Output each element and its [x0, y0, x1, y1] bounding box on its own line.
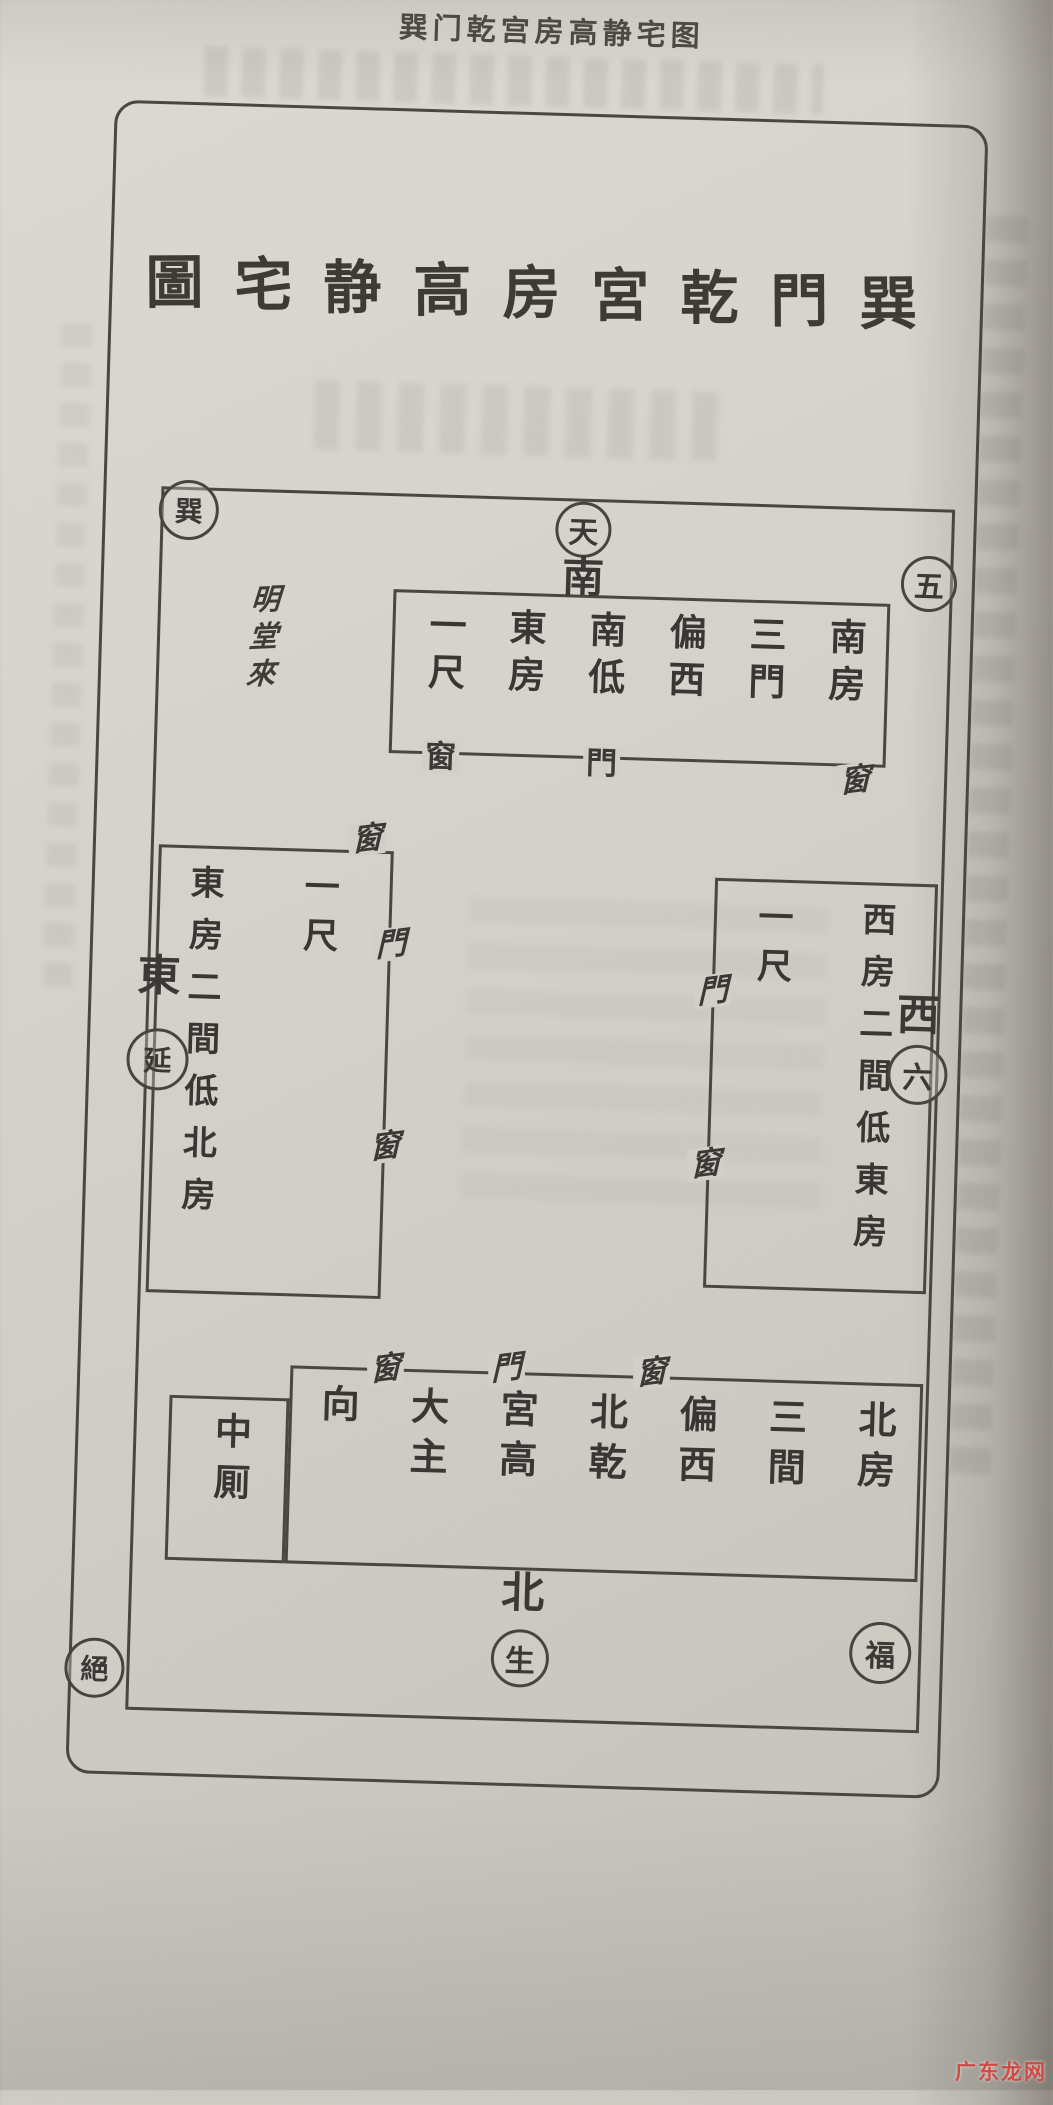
room-column: 西房二間低東房 — [846, 901, 895, 1266]
window-mark: 窗 — [633, 1353, 670, 1392]
room-column: 三間 — [760, 1396, 806, 1498]
room-column: 北乾 — [581, 1391, 627, 1493]
room-column: 一尺 — [751, 897, 794, 998]
south-room: 一尺 東房 南低 偏西 三門 南房 — [388, 589, 891, 768]
calligraphy-title: 圖 宅 静 高 房 宮 乾 門 巽 — [144, 237, 919, 372]
title-char: 静 — [323, 255, 383, 321]
room-column: 偏西 — [661, 612, 705, 708]
direction-label-east: 東 — [136, 952, 182, 1001]
window-mark: 窗 — [366, 1127, 404, 1166]
room-column: 中厠 — [206, 1411, 251, 1515]
window-mark: 窗 — [836, 760, 874, 799]
room-column: 一尺 — [297, 867, 340, 967]
direction-label-south: 南 — [561, 555, 605, 603]
title-char: 巽 — [858, 271, 918, 337]
site-watermark: 广东龙网 — [955, 2061, 1047, 2084]
title-char: 門 — [769, 268, 829, 335]
room-column: 大主 — [402, 1385, 448, 1488]
door-mark: 門 — [582, 745, 621, 781]
room-column: 南低 — [580, 609, 625, 705]
room-column: 東房 — [500, 607, 545, 703]
title-char: 乾 — [680, 266, 739, 332]
room-column: 一尺 — [420, 605, 465, 701]
room-column: 向 — [314, 1383, 358, 1435]
room-column: 三門 — [741, 614, 785, 710]
room-column: 宮高 — [491, 1388, 537, 1490]
title-char: 高 — [412, 258, 472, 324]
room-column: 南房 — [821, 616, 865, 713]
bleed-through-smudge — [42, 306, 93, 987]
window-mark: 窗 — [687, 1144, 725, 1183]
privy-room: 中厠 — [164, 1394, 290, 1564]
north-room: 向 大主 宮高 北乾 偏西 三間 北房 — [284, 1365, 924, 1583]
window-mark: 窗 — [348, 819, 386, 858]
title-char: 宅 — [234, 252, 293, 319]
gate-cursive-annotation: 明堂來 — [240, 583, 280, 696]
title-char: 房 — [502, 260, 561, 327]
title-char: 圖 — [145, 250, 204, 316]
window-mark: 窗 — [367, 1349, 404, 1388]
title-char: 宮 — [591, 263, 650, 329]
page-header-title: 巽门乾宫房高静宅图 — [398, 12, 706, 54]
window-mark: 窗 — [421, 739, 460, 775]
room-column: 偏西 — [670, 1393, 716, 1495]
door-mark: 門 — [372, 925, 410, 964]
door-mark: 門 — [488, 1348, 525, 1387]
direction-label-west: 西 — [895, 992, 941, 1041]
door-mark: 門 — [694, 971, 732, 1010]
direction-label-north: 北 — [500, 1569, 546, 1619]
room-column: 北房 — [849, 1399, 895, 1501]
